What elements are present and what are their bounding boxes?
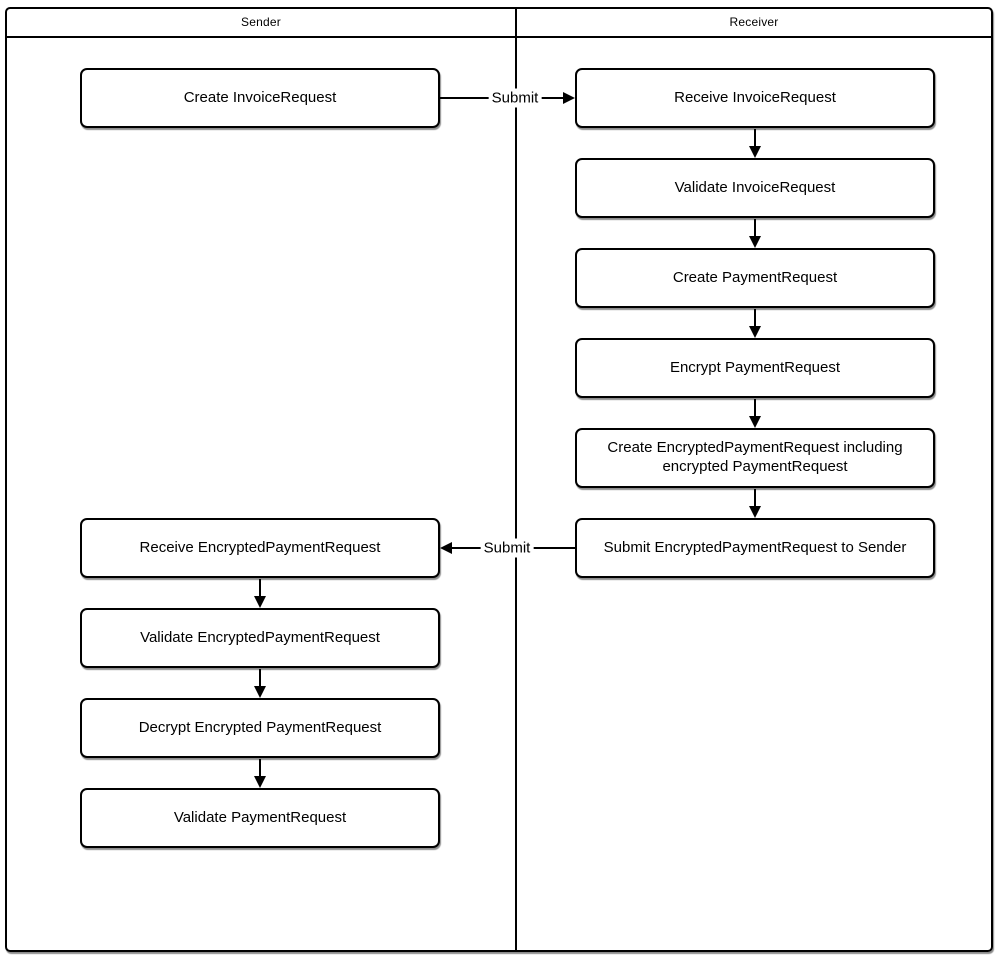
edge-label-submit-bottom: Submit: [480, 538, 534, 558]
lane-title-sender: Sender: [241, 14, 281, 29]
diagram-frame: [5, 7, 993, 952]
node-create-encryptedpaymentrequest: Create EncryptedPaymentRequest including…: [575, 428, 935, 488]
node-submit-encryptedpaymentrequest: Submit EncryptedPaymentRequest to Sender: [575, 518, 935, 578]
node-validate-invoicerequest: Validate InvoiceRequest: [575, 158, 935, 218]
lane-divider: [515, 7, 517, 950]
node-receive-encryptedpaymentrequest: Receive EncryptedPaymentRequest: [80, 518, 440, 578]
node-validate-paymentrequest: Validate PaymentRequest: [80, 788, 440, 848]
node-encrypt-paymentrequest: Encrypt PaymentRequest: [575, 338, 935, 398]
lane-header-separator: [5, 36, 993, 38]
node-validate-encryptedpaymentrequest: Validate EncryptedPaymentRequest: [80, 608, 440, 668]
node-receive-invoicerequest: Receive InvoiceRequest: [575, 68, 935, 128]
node-create-paymentrequest: Create PaymentRequest: [575, 248, 935, 308]
lane-title-receiver: Receiver: [729, 14, 779, 29]
edge-label-submit-top: Submit: [488, 88, 542, 108]
node-decrypt-encrypted-paymentrequest: Decrypt Encrypted PaymentRequest: [80, 698, 440, 758]
node-create-invoicerequest: Create InvoiceRequest: [80, 68, 440, 128]
